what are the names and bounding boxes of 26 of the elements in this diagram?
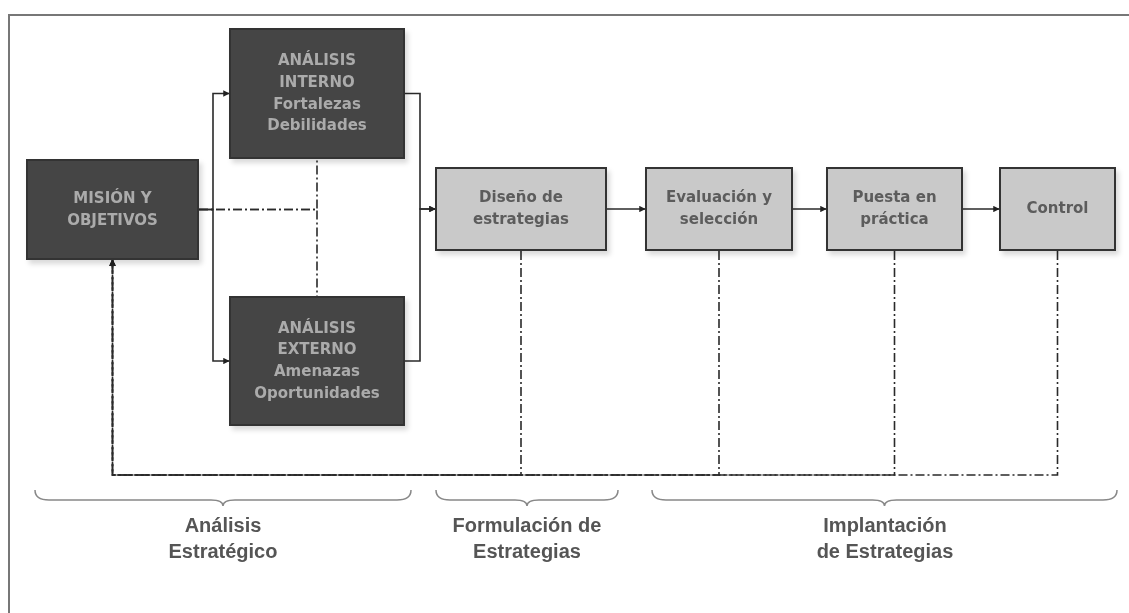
phase-label: Análisis Estratégico	[167, 513, 279, 564]
box-body: Fortalezas Debilidades	[267, 93, 367, 137]
process-box	[645, 167, 793, 251]
arrow	[962, 205, 1000, 213]
arrow	[109, 250, 522, 476]
process-box	[229, 296, 405, 426]
arrow	[404, 205, 436, 362]
box-label: MISIÓN Y OBJETIVOS	[66, 187, 159, 231]
arrow	[109, 250, 896, 476]
arrow	[792, 205, 827, 213]
process-box	[435, 167, 607, 251]
box-label: Diseño de estrategias	[471, 187, 571, 230]
arrow	[606, 205, 646, 213]
process-box	[826, 167, 963, 251]
box-heading: ANÁLISIS INTERNO	[277, 50, 357, 93]
box-heading: ANÁLISIS EXTERNO	[277, 317, 357, 361]
box-body: Amenazas Oportunidades	[254, 361, 380, 404]
box-label: Control	[1026, 198, 1089, 220]
process-box	[229, 28, 405, 159]
box-label: Evaluación y selección	[664, 187, 774, 230]
process-box	[26, 159, 199, 260]
process-box	[999, 167, 1116, 251]
phase-label: Formulación de Estrategias	[452, 513, 602, 564]
phase-label: Implantación de Estrategias	[815, 513, 955, 564]
box-label: Puesta en práctica	[851, 187, 938, 230]
arrow	[109, 250, 1059, 476]
